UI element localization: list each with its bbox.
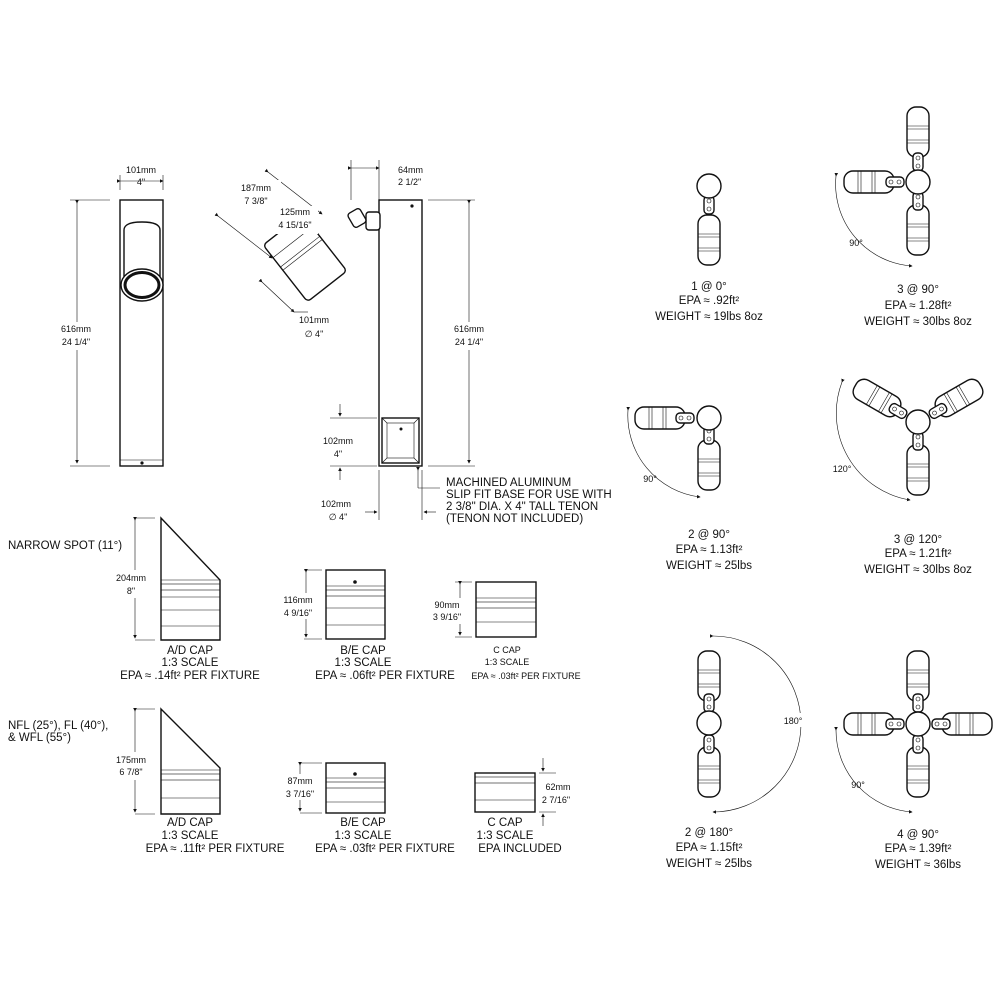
config-1-at-0: 1 @ 0° EPA ≈ .92ft² WEIGHT ≈ 19lbs 8oz xyxy=(655,173,763,323)
wide-c-scale: 1:3 SCALE xyxy=(477,830,534,842)
narrow-ad-cap: 204mm 8" A/D CAP 1:3 SCALE EPA ≈ .14ft² … xyxy=(110,516,260,682)
wide-spot-label-1: NFL (25°), FL (40°), xyxy=(8,720,108,732)
config-4-name: 3 @ 120° xyxy=(894,534,942,546)
narrow-c-dim-in: 3 9/16" xyxy=(433,612,461,622)
side-head-dia-in: ∅ 4" xyxy=(305,329,324,339)
side-head-len-in: 7 3/8" xyxy=(244,196,267,206)
side-top-mm: 64mm xyxy=(398,165,423,175)
narrow-spot-section: NARROW SPOT (11°) 204mm 8" A/D CAP 1:3 S… xyxy=(8,516,581,682)
wide-be-dim-mm: 87mm xyxy=(287,776,312,786)
wide-ad-cap: 175mm 6 7/8" A/D CAP 1:3 SCALE EPA ≈ .11… xyxy=(110,707,285,855)
narrow-be-cap: 116mm 4 9/16" B/E CAP 1:3 SCALE EPA ≈ .0… xyxy=(277,569,455,682)
wide-be-scale: 1:3 SCALE xyxy=(335,830,392,842)
wide-be-name: B/E CAP xyxy=(340,817,386,829)
narrow-c-name: C CAP xyxy=(493,645,521,655)
side-head-neck-mm: 125mm xyxy=(280,207,310,217)
pole-side-view: 64mm 2 1/2" 187mm 7 3/8" 125mm 4 15/16" … xyxy=(214,160,612,525)
narrow-ad-name: A/D CAP xyxy=(167,645,213,657)
wide-spot-label-2: & WFL (55°) xyxy=(8,732,71,744)
narrow-c-dim-mm: 90mm xyxy=(434,600,459,610)
config-1-weight: WEIGHT ≈ 19lbs 8oz xyxy=(655,311,763,323)
wide-be-dim-in: 3 7/16" xyxy=(286,789,314,799)
narrow-c-scale: 1:3 SCALE xyxy=(485,657,530,667)
wide-c-epa: EPA INCLUDED xyxy=(478,843,562,855)
config-2-name: 3 @ 90° xyxy=(897,284,939,296)
narrow-c-epa: EPA ≈ .03ft² PER FIXTURE xyxy=(471,671,580,681)
config-4-weight: WEIGHT ≈ 30lbs 8oz xyxy=(864,564,972,576)
config-4-epa: EPA ≈ 1.21ft² xyxy=(885,548,952,560)
side-top-in: 2 1/2" xyxy=(398,177,421,187)
config-5-angle: 180° xyxy=(784,716,803,726)
config-4-at-90: 90° 4 @ 90° EPA ≈ 1.39ft² WEIGHT ≈ 36lbs xyxy=(834,650,993,871)
front-width-mm: 101mm xyxy=(126,165,156,175)
side-head-neck-in: 4 15/16" xyxy=(278,220,311,230)
config-2-epa: EPA ≈ 1.28ft² xyxy=(885,300,952,312)
narrow-ad-dim-mm: 204mm xyxy=(116,573,146,583)
narrow-ad-dim-in: 8" xyxy=(127,586,135,596)
narrow-be-epa: EPA ≈ .06ft² PER FIXTURE xyxy=(315,670,455,682)
side-base-w-in: ∅ 4" xyxy=(329,512,348,522)
base-note-line-1: MACHINED ALUMINUM xyxy=(446,477,571,489)
narrow-c-cap: 90mm 3 9/16" C CAP 1:3 SCALE EPA ≈ .03ft… xyxy=(427,581,581,681)
wide-be-cap: 87mm 3 7/16" B/E CAP 1:3 SCALE EPA ≈ .03… xyxy=(280,762,455,855)
config-6-weight: WEIGHT ≈ 36lbs xyxy=(875,859,961,871)
config-5-epa: EPA ≈ 1.15ft² xyxy=(676,842,743,854)
side-base-h-in: 4" xyxy=(334,449,342,459)
base-note-line-2: SLIP FIT BASE FOR USE WITH xyxy=(446,489,612,501)
wide-c-dim-in: 2 7/16" xyxy=(542,795,570,805)
side-head-len-mm: 187mm xyxy=(241,183,271,193)
wide-ad-dim-mm: 175mm xyxy=(116,755,146,765)
config-6-name: 4 @ 90° xyxy=(897,829,939,841)
wide-be-epa: EPA ≈ .03ft² PER FIXTURE xyxy=(315,843,455,855)
config-3-at-90: 90° 3 @ 90° EPA ≈ 1.28ft² WEIGHT ≈ 30lbs… xyxy=(834,106,972,328)
config-6-angle: 90° xyxy=(851,780,865,790)
config-3-name: 2 @ 90° xyxy=(688,529,730,541)
front-width-in: 4" xyxy=(137,177,145,187)
config-5-weight: WEIGHT ≈ 25lbs xyxy=(666,858,752,870)
base-note-line-4: (TENON NOT INCLUDED) xyxy=(446,513,583,525)
config-6-epa: EPA ≈ 1.39ft² xyxy=(885,843,952,855)
config-2-angle: 90° xyxy=(849,238,863,248)
side-base-h-mm: 102mm xyxy=(323,436,353,446)
narrow-be-dim-mm: 116mm xyxy=(283,595,312,605)
side-height-mm: 616mm xyxy=(454,324,484,334)
narrow-be-scale: 1:3 SCALE xyxy=(335,657,392,669)
config-2-weight: WEIGHT ≈ 30lbs 8oz xyxy=(864,316,972,328)
narrow-be-name: B/E CAP xyxy=(340,645,386,657)
wide-ad-name: A/D CAP xyxy=(167,817,213,829)
wide-ad-dim-in: 6 7/8" xyxy=(119,767,142,777)
config-3-weight: WEIGHT ≈ 25lbs xyxy=(666,560,752,572)
wide-ad-epa: EPA ≈ .11ft² PER FIXTURE xyxy=(146,843,285,855)
config-3-epa: EPA ≈ 1.13ft² xyxy=(676,544,743,556)
config-5-name: 2 @ 180° xyxy=(685,827,733,839)
config-2-at-90: 90° 2 @ 90° EPA ≈ 1.13ft² WEIGHT ≈ 25lbs xyxy=(626,405,752,572)
wide-c-cap: 62mm 2 7/16" C CAP 1:3 SCALE EPA INCLUDE… xyxy=(474,758,571,855)
narrow-spot-label: NARROW SPOT (11°) xyxy=(8,540,122,552)
side-base-w-mm: 102mm xyxy=(321,499,351,509)
front-height-in: 24 1/4" xyxy=(62,337,90,347)
side-head-dia-mm: 101mm xyxy=(299,315,329,325)
config-3-angle: 90° xyxy=(643,474,657,484)
base-note-line-3: 2 3/8" DIA. X 4" TALL TENON xyxy=(446,501,598,513)
config-2-at-180: 180° 2 @ 180° EPA ≈ 1.15ft² WEIGHT ≈ 25l… xyxy=(666,634,806,870)
wide-ad-scale: 1:3 SCALE xyxy=(162,830,219,842)
side-height-in: 24 1/4" xyxy=(455,337,483,347)
wide-c-dim-mm: 62mm xyxy=(545,782,570,792)
config-1-name: 1 @ 0° xyxy=(691,281,726,293)
narrow-ad-scale: 1:3 SCALE xyxy=(162,657,219,669)
wide-spot-section: NFL (25°), FL (40°), & WFL (55°) 175mm 6… xyxy=(8,707,571,855)
config-1-epa: EPA ≈ .92ft² xyxy=(679,295,740,307)
narrow-ad-epa: EPA ≈ .14ft² PER FIXTURE xyxy=(120,670,260,682)
pole-front-view: 101mm 4" 616mm 24 1/4" xyxy=(55,165,164,467)
config-3-at-120: 120° 3 @ 120° EPA ≈ 1.21ft² WEIGHT ≈ 30l… xyxy=(833,375,987,576)
wide-c-name: C CAP xyxy=(487,817,522,829)
narrow-be-dim-in: 4 9/16" xyxy=(284,608,312,618)
config-4-angle: 120° xyxy=(833,464,852,474)
front-height-mm: 616mm xyxy=(61,324,91,334)
